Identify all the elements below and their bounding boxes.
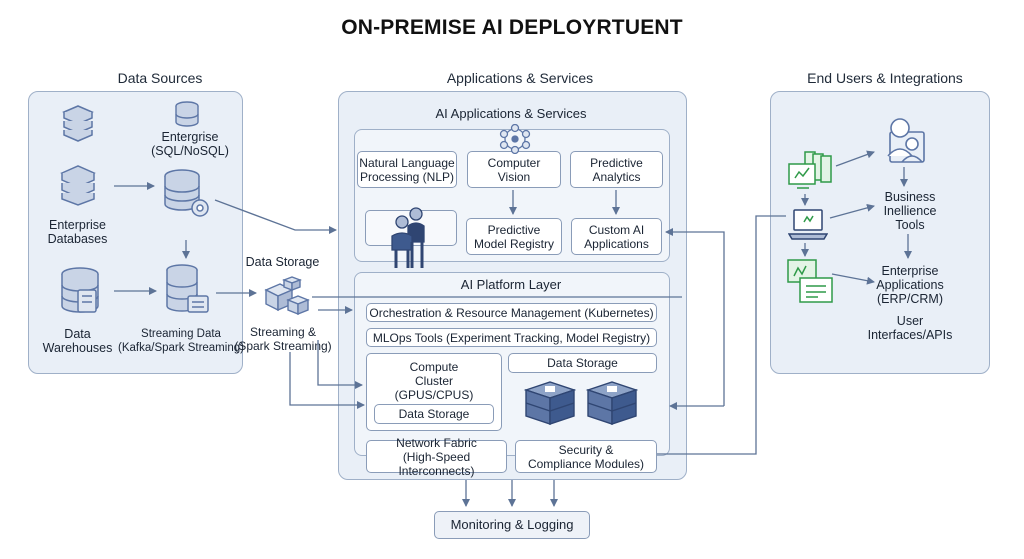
compute-cluster-label: Compute Cluster (GPUS/CPUS) <box>394 360 474 402</box>
bi-tools-label: Business Inellience Tools <box>883 190 937 232</box>
nlp-label: Natural Language Processing (NLP) <box>359 155 455 184</box>
orchestration-label: Orchestration & Resource Management (Kub… <box>369 305 654 320</box>
user-profile-icon <box>880 116 928 166</box>
section-title-end-users: End Users & Integrations <box>807 70 963 86</box>
compute-data-storage-box[interactable]: Data Storage <box>374 404 494 424</box>
people-icon <box>388 206 434 268</box>
laptop-icon <box>788 208 828 242</box>
ai-applications-header: AI Applications & Services <box>435 106 587 121</box>
streaming-data-label: Streaming Data (Kafka/Spark Streaming) <box>118 328 244 354</box>
platform-data-storage-label: Data Storage <box>547 356 618 370</box>
mlops-label: MLOps Tools (Experiment Tracking, Model … <box>372 330 651 345</box>
storage-server-icon-1 <box>524 380 576 426</box>
predictive-analytics-label: Predictive Analytics <box>590 155 643 184</box>
compute-data-storage-label: Data Storage <box>398 407 470 421</box>
data-warehouses-label: Data Warehouses <box>42 327 113 355</box>
storage-cubes-icon <box>262 276 312 320</box>
predictive-analytics-box[interactable]: Predictive Analytics <box>570 151 663 188</box>
security-box[interactable]: Security & Compliance Modules) <box>515 440 657 473</box>
enterprise-databases-label: Enterprise Databases <box>47 218 108 246</box>
warehouse-icon <box>56 266 104 318</box>
orchestration-box[interactable]: Orchestration & Resource Management (Kub… <box>366 303 657 322</box>
page-title: ON-PREMISE AI DEPLOYRTUENT <box>341 16 683 39</box>
data-storage-label: Data Storage <box>245 255 320 269</box>
dashboard-servers-icon <box>787 150 833 192</box>
user-interfaces-label: User Interfaces/APIs <box>867 314 953 342</box>
monitoring-logging-box[interactable]: Monitoring & Logging <box>434 511 590 539</box>
windows-apps-icon <box>786 258 836 304</box>
nlp-box[interactable]: Natural Language Processing (NLP) <box>357 151 457 188</box>
section-title-data-sources: Data Sources <box>117 70 203 86</box>
database-gear-icon <box>160 166 214 220</box>
server-stack-icon <box>60 104 96 142</box>
custom-ai-label: Custom AI Applications <box>584 222 649 251</box>
computer-vision-box[interactable]: Computer Vision <box>467 151 561 188</box>
network-fabric-box[interactable]: Network Fabric (High-Speed Interconnects… <box>366 436 507 478</box>
section-title-applications: Applications & Services <box>446 70 594 86</box>
database-stack-icon <box>58 164 98 206</box>
end-users-panel <box>770 91 990 374</box>
custom-ai-box[interactable]: Custom AI Applications <box>571 218 662 255</box>
model-registry-box[interactable]: Predictive Model Registry <box>466 218 562 255</box>
mlops-box[interactable]: MLOps Tools (Experiment Tracking, Model … <box>366 328 657 347</box>
entergrise-label: Entergrise (SQL/NoSQL) <box>151 130 229 158</box>
platform-data-storage-box[interactable]: Data Storage <box>508 353 657 373</box>
data-sources-panel <box>28 91 243 374</box>
model-registry-label: Predictive Model Registry <box>473 222 555 251</box>
database-icon-small <box>172 100 202 128</box>
storage-server-icon-2 <box>586 380 638 426</box>
computer-vision-label: Computer Vision <box>487 155 541 184</box>
network-fabric-label: Network Fabric (High-Speed Interconnects… <box>396 435 477 478</box>
streaming-database-icon <box>162 262 212 318</box>
monitoring-logging-label: Monitoring & Logging <box>450 517 574 532</box>
ai-platform-header: AI Platform Layer <box>460 277 562 292</box>
security-label: Security & Compliance Modules) <box>527 442 645 471</box>
enterprise-apps-label: Enterprise Applications (ERP/CRM) <box>876 264 944 306</box>
network-hub-icon <box>494 124 536 154</box>
streaming-spark-label: Streaming & (Spark Streaming) <box>234 325 332 353</box>
